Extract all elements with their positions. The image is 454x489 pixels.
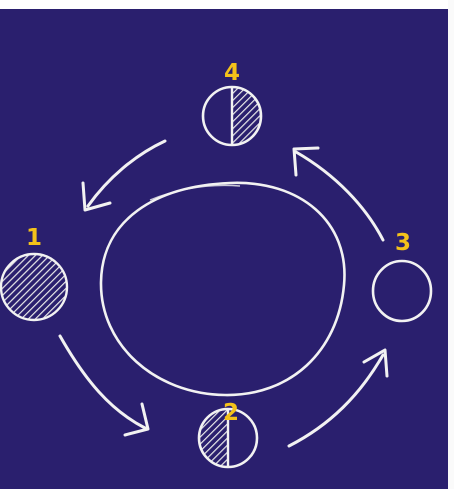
- moon-phase-diagram: 4 1 3 2: [0, 9, 448, 489]
- label-phase-1: 1: [26, 225, 42, 251]
- moon-phase-1: [1, 254, 67, 320]
- label-phase-2: 2: [223, 400, 239, 426]
- right-margin: [448, 0, 454, 489]
- label-phase-3: 3: [395, 230, 411, 256]
- label-phase-4: 4: [224, 60, 240, 86]
